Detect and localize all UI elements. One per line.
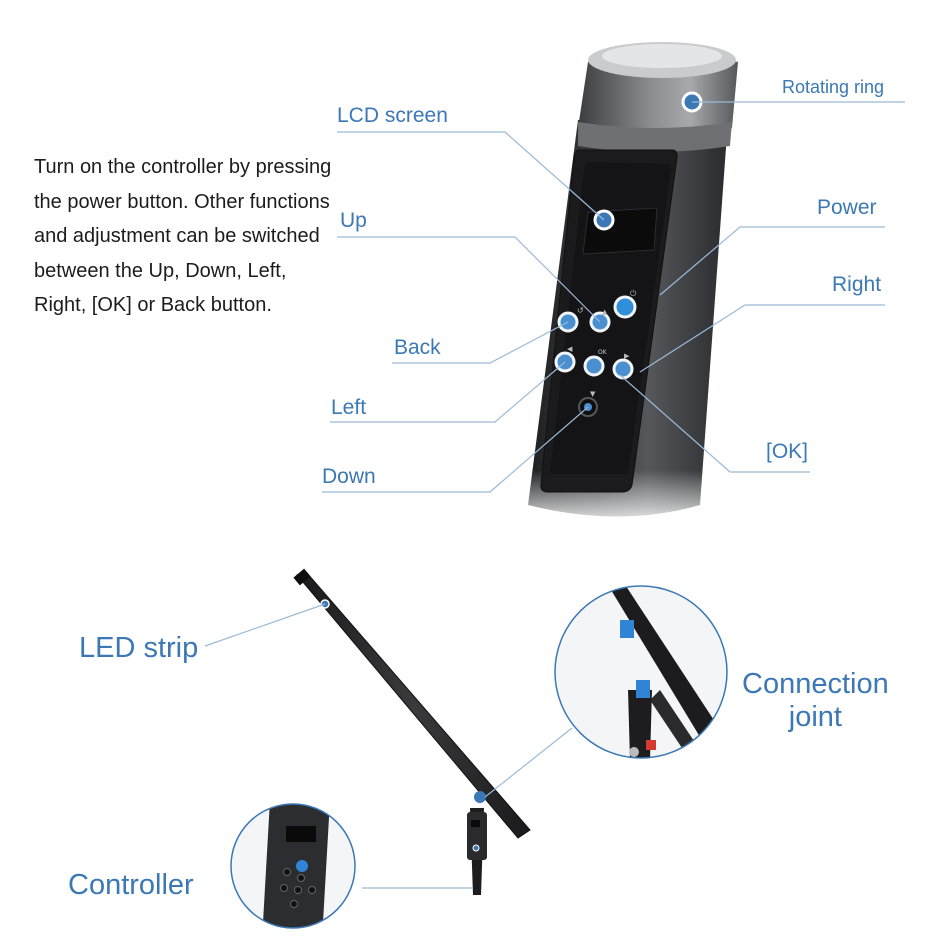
label-up: Up <box>340 209 367 232</box>
label-rotating-ring: Rotating ring <box>782 77 885 97</box>
svg-text:⏻: ⏻ <box>630 289 637 298</box>
led-strip <box>293 568 531 895</box>
label-led-strip: LED strip <box>79 632 199 664</box>
svg-text:↺: ↺ <box>577 306 584 315</box>
connection-joint-zoom <box>554 585 728 759</box>
svg-text:▼: ▼ <box>590 390 596 398</box>
label-power: Power <box>817 196 877 219</box>
label-connection-joint: Connection joint <box>742 668 889 734</box>
label-back: Back <box>394 336 441 359</box>
leader-lines-top <box>322 101 905 493</box>
label-down: Down <box>322 465 376 488</box>
description-text: Turn on the controller by pressing the p… <box>34 156 332 316</box>
label-connection-joint-line2: joint <box>788 701 842 733</box>
control-panel: ↺ ▲ ⏻ ◀ ▶ ▼ <box>540 91 703 493</box>
label-left: Left <box>331 396 367 419</box>
controller-zoom <box>230 803 356 929</box>
svg-text:▲: ▲ <box>602 308 608 316</box>
label-right: Right <box>832 273 882 296</box>
svg-text:◀: ◀ <box>567 345 573 353</box>
leader-lines-bottom <box>204 603 573 889</box>
ok-button-glyph: OK <box>598 349 608 356</box>
label-ok: [OK] <box>766 440 809 463</box>
label-controller: Controller <box>68 869 194 901</box>
svg-text:▶: ▶ <box>624 352 630 360</box>
label-lcd-screen: LCD screen <box>337 104 448 127</box>
label-connection-joint-line1: Connection <box>742 668 889 700</box>
